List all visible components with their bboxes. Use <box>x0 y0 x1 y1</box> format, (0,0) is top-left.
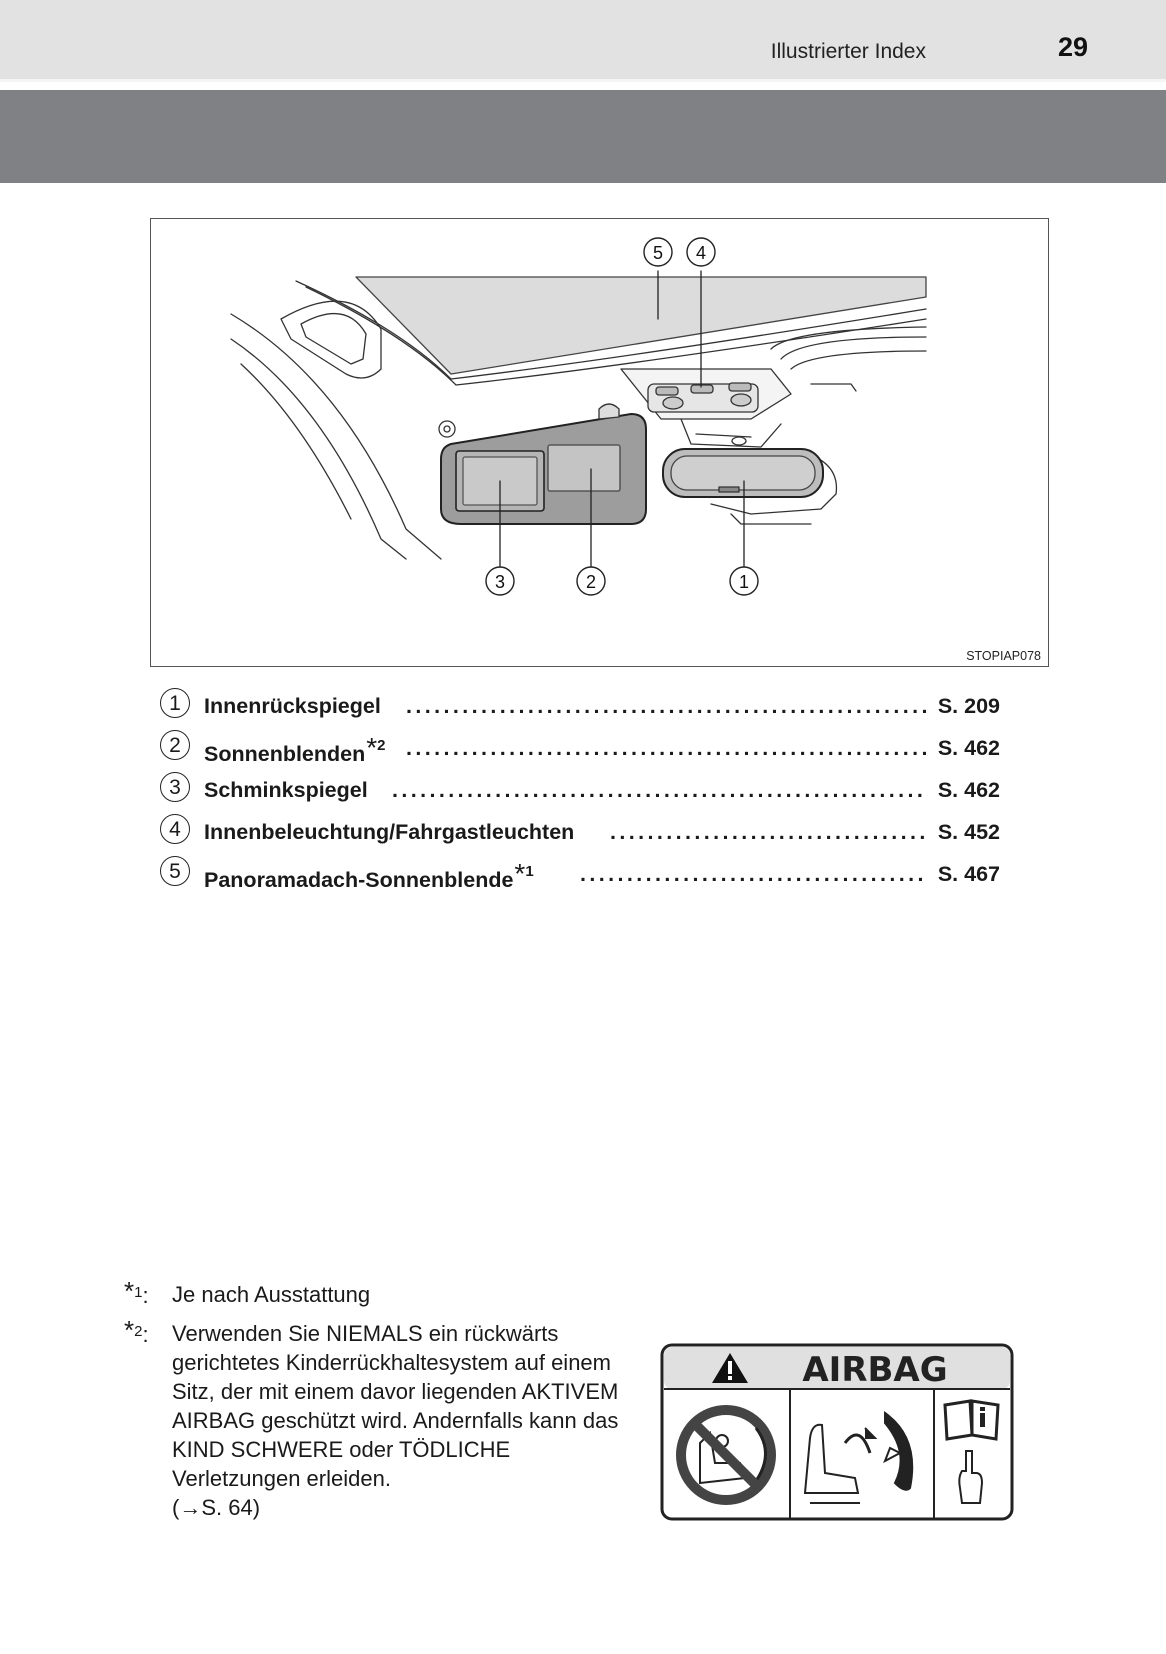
list-item: 2 Sonnenblenden*2 ......................… <box>160 730 1000 772</box>
item-label-text: Sonnenblenden <box>204 742 366 766</box>
roof-console-drawing: 5 4 3 2 1 <box>230 237 927 596</box>
index-list: 1 Innenrückspiegel .....................… <box>160 688 1000 898</box>
dot-leader: ........................................… <box>580 862 926 886</box>
list-item: 3 Schminkspiegel .......................… <box>160 772 1000 814</box>
footnote-number: 1 <box>525 862 534 880</box>
callout-1 <box>729 566 759 596</box>
figure-code: STOPIAP078 <box>966 649 1041 663</box>
chapter-bar <box>0 90 1166 183</box>
item-number: 3 <box>160 772 190 802</box>
interior-illustration: 5 4 3 2 1 STOPIAP078 <box>150 218 1049 667</box>
item-label: Schminkspiegel <box>204 778 368 803</box>
no-rear-facing-child-seat-icon <box>676 1405 776 1505</box>
footnote-mark: *2: <box>124 1315 149 1348</box>
footnote-mark: *1: <box>124 1276 149 1309</box>
item-label: Panoramadach-Sonnenblende*1 <box>204 858 534 894</box>
header-divider <box>0 79 1166 82</box>
dot-leader: ........................................… <box>392 778 926 802</box>
airbag-deploy-icon <box>803 1411 914 1504</box>
item-label-text: Innenbeleuchtung/Fahrgastleuchten <box>204 820 575 844</box>
footnote-number: 2 <box>377 736 386 754</box>
footnote-number: 1 <box>134 1284 143 1301</box>
page-reference[interactable]: (→S. 64) <box>172 1495 261 1520</box>
item-number: 4 <box>160 814 190 844</box>
airbag-label-graphic: AIRBAG <box>660 1343 1014 1521</box>
callout-5 <box>643 237 673 267</box>
callout-2 <box>576 566 606 596</box>
item-label: Innenrückspiegel <box>204 694 381 719</box>
list-item: 5 Panoramadach-Sonnenblende*1 ..........… <box>160 856 1000 898</box>
section-label: Illustrierter Index <box>770 40 926 63</box>
page-reference[interactable]: S. 452 <box>937 820 1000 844</box>
footnote-text: Verwenden Sie NIEMALS ein rückwärts geri… <box>172 1321 619 1491</box>
item-label-text: Panoramadach-Sonnenblende <box>204 868 514 892</box>
footnote-2: *2: Verwenden Sie NIEMALS ein rückwärts … <box>124 1315 624 1522</box>
item-number: 5 <box>160 856 190 886</box>
footnote-1: *1: Je nach Ausstattung <box>124 1277 624 1309</box>
item-label: Innenbeleuchtung/Fahrgastleuchten <box>204 820 574 845</box>
page-reference[interactable]: S. 462 <box>937 736 1000 760</box>
warning-triangle-icon <box>712 1353 748 1383</box>
callout-3-label: 3 <box>495 572 505 592</box>
callout-5-label: 5 <box>653 243 663 263</box>
page-reference[interactable]: S. 467 <box>937 862 1000 886</box>
item-label-text: Schminkspiegel <box>204 778 368 802</box>
callout-4 <box>686 237 716 267</box>
footnotes: *1: Je nach Ausstattung *2: Verwenden Si… <box>124 1277 624 1532</box>
item-number: 1 <box>160 688 190 718</box>
airbag-title: AIRBAG <box>802 1350 947 1390</box>
list-item: 1 Innenrückspiegel .....................… <box>160 688 1000 730</box>
page-reference[interactable]: S. 209 <box>937 694 1000 718</box>
dot-leader: ........................................… <box>406 736 926 760</box>
item-label: Sonnenblenden*2 <box>204 732 386 768</box>
footnote-star: * <box>124 1276 135 1306</box>
callout-1-label: 1 <box>739 572 749 592</box>
callout-3 <box>485 566 515 596</box>
callout-2-label: 2 <box>586 572 596 592</box>
airbag-warning-label: AIRBAG <box>660 1343 1014 1521</box>
footnote-star: * <box>366 732 378 763</box>
dot-leader: ........................................… <box>406 694 926 718</box>
callout-4-label: 4 <box>696 243 706 263</box>
item-number: 2 <box>160 730 190 760</box>
pointing-hand-icon <box>958 1450 984 1504</box>
footnote-text: Je nach Ausstattung <box>172 1282 371 1307</box>
footnote-star: * <box>514 858 526 889</box>
footnote-star: * <box>124 1315 135 1345</box>
page-number: 29 <box>1057 32 1088 62</box>
page-reference[interactable]: S. 462 <box>937 778 1000 802</box>
footnote-number: 2 <box>134 1323 143 1340</box>
list-item: 4 Innenbeleuchtung/Fahrgastleuchten ....… <box>160 814 1000 856</box>
dot-leader: ........................................… <box>610 820 926 844</box>
item-label-text: Innenrückspiegel <box>204 694 381 718</box>
header-band <box>0 0 1166 82</box>
manual-book-icon <box>943 1399 1000 1441</box>
